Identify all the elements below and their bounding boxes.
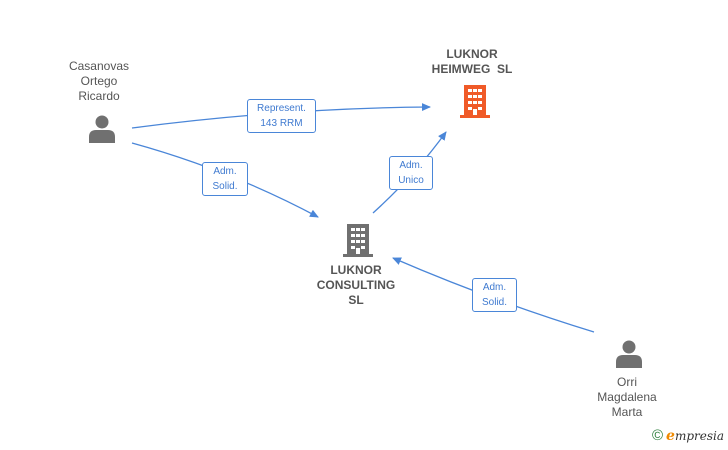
edge-label-line: Solid. [481, 297, 507, 308]
edge-label-line: Adm. [399, 160, 423, 171]
edge-label-line: Adm. [213, 166, 237, 177]
edge-label-adm-solid-1[interactable]: Adm. Solid. [202, 162, 248, 196]
edge-label-adm-unico[interactable]: Adm. Unico [389, 156, 433, 190]
brand-name: mpresia [674, 428, 724, 443]
person-icon[interactable] [87, 114, 117, 144]
edge-label-line: Solid. [212, 181, 238, 192]
edge-label-adm-solid-2[interactable]: Adm. Solid. [472, 278, 517, 312]
building-icon[interactable] [341, 222, 375, 258]
name-line: HEIMWEG SL [431, 62, 513, 76]
brand-e-letter: e [666, 427, 675, 444]
building-icon[interactable] [458, 83, 492, 119]
copyright-symbol: © [651, 427, 664, 444]
edge-label-line: Unico [398, 175, 424, 186]
name-line: SL [348, 293, 364, 307]
name-line: LUKNOR [330, 263, 382, 277]
name-line: Ricardo [78, 89, 120, 103]
name-line: Casanovas [68, 59, 130, 73]
name-line: Orri [617, 375, 637, 389]
edge-label-line: Represent. [257, 103, 306, 114]
name-line: Marta [611, 405, 643, 419]
company-name-consulting[interactable]: LUKNOR CONSULTING SL [306, 263, 406, 308]
edge-label-represent[interactable]: Represent. 143 RRM [247, 99, 316, 133]
name-line: Ortego [80, 74, 118, 88]
edge-label-line: Adm. [482, 282, 507, 293]
company-name-heimweg[interactable]: LUKNOR HEIMWEG SL [412, 47, 532, 77]
person-name-orri[interactable]: Orri Magdalena Marta [577, 375, 677, 420]
name-line: LUKNOR [446, 47, 498, 61]
person-name-casanovas[interactable]: Casanovas Ortego Ricardo [49, 59, 149, 104]
brand-logo: © empresia [652, 427, 724, 444]
person-icon[interactable] [614, 339, 644, 369]
edge-label-line: 143 RRM [260, 118, 303, 129]
name-line: Magdalena [597, 390, 657, 404]
name-line: CONSULTING [316, 278, 396, 292]
